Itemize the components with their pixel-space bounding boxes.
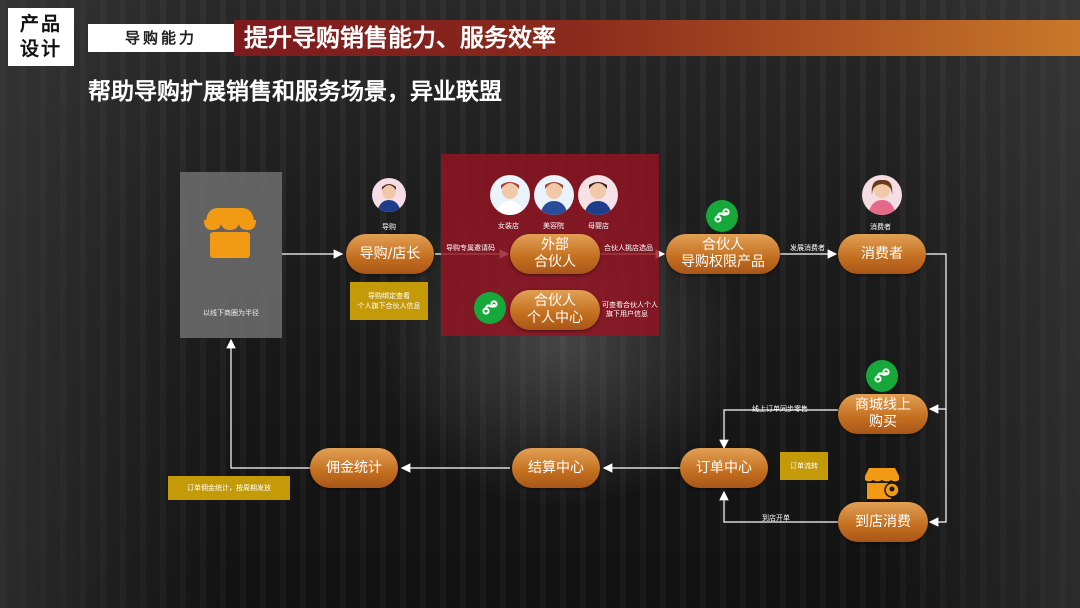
external-line1: 外部 [541, 237, 569, 253]
wechat-miniprogram-icon [474, 292, 506, 324]
commission-note: 订单佣金统计，按周期发放 [168, 476, 290, 500]
consumer-node-label: 消费者 [861, 245, 903, 262]
guide-avatar-label: 导购 [382, 223, 396, 231]
bind-info-note: 导购绑定查看 个人旗下合伙人信息 [350, 282, 428, 320]
edge-commission-store [226, 338, 310, 469]
edge-instore-order [719, 490, 838, 523]
women-store-avatar-icon [490, 175, 530, 215]
wechat-miniprogram-icon [866, 360, 898, 392]
consumer-avatar-icon [862, 175, 902, 215]
mall-line1: 商城线上 [855, 397, 911, 413]
mall-line2: 购买 [869, 414, 897, 430]
edge-label-send: 发展消费者 [790, 244, 825, 252]
partner-center-line2: 个人中心 [527, 310, 583, 326]
bind-note-line1: 导购绑定查看 [368, 292, 410, 300]
partner-products-node: 合伙人 导购权限产品 [666, 234, 780, 274]
external-line2: 合伙人 [534, 254, 576, 270]
order-flow-note-text: 订单流转 [790, 462, 818, 470]
edge-label-view-line1: 可查看合伙人个人 [602, 301, 658, 309]
wechat-miniprogram-icon [706, 200, 738, 232]
order-flow-note: 订单流转 [780, 452, 828, 480]
brand-line2: 设计 [19, 38, 62, 60]
store-caption: 以线下商圈为半径 [203, 309, 259, 317]
settlement-label: 结算中心 [528, 459, 584, 476]
edge-label-select: 合伙人挑店选品 [604, 244, 653, 252]
settlement-center-node: 结算中心 [512, 448, 600, 488]
external-partner-node: 外部 合伙人 [510, 234, 600, 274]
mall-online-node: 商城线上 购买 [838, 394, 928, 434]
brand-line1: 产品 [19, 13, 62, 35]
partner-products-line2: 导购权限产品 [681, 254, 765, 270]
offline-store-block: 以线下商圈为半径 [180, 172, 282, 338]
edge-consumer-mall [926, 253, 947, 414]
edge-label-view: 可查看合伙人个人 旗下用户信息 [602, 301, 658, 319]
edge-label-sync: 线上订单同步零售 [752, 405, 808, 413]
page-title: 提升导购销售能力、服务效率 [234, 20, 1080, 56]
store-awning-icon [204, 208, 256, 258]
shop-location-icon [865, 468, 900, 499]
partner-products-line1: 合伙人 [702, 237, 744, 253]
order-center-label: 订单中心 [696, 459, 752, 476]
consumer-node: 消费者 [838, 234, 926, 274]
beauty-salon-label: 美容院 [543, 222, 564, 230]
order-center-node: 订单中心 [680, 448, 768, 488]
edge-consumer-instore [928, 409, 947, 527]
edge-label-view-line2: 旗下用户信息 [606, 310, 648, 318]
brand-badge: 产品 设计 [8, 8, 74, 66]
section-tag: 导购能力 [88, 24, 234, 52]
partner-center-node: 合伙人 个人中心 [510, 290, 600, 330]
bind-note-line2: 个人旗下合伙人信息 [357, 302, 421, 310]
edge-label-open: 到店开单 [762, 514, 790, 522]
instore-consumption-node: 到店消费 [838, 502, 928, 542]
partner-center-line1: 合伙人 [534, 293, 576, 309]
page-subtitle: 帮助导购扩展销售和服务场景，异业联盟 [88, 79, 502, 105]
edge-label-invite: 导购专属邀请码 [446, 244, 495, 252]
guide-avatar-icon [372, 178, 406, 212]
women-store-label: 女装店 [498, 222, 519, 230]
commission-note-text: 订单佣金统计，按周期发放 [187, 484, 271, 492]
consumer-avatar-label: 消费者 [870, 223, 891, 231]
edge-mall-order [719, 409, 838, 450]
commission-stats-node: 佣金统计 [310, 448, 398, 488]
commission-label: 佣金统计 [326, 459, 382, 476]
baby-store-label: 母婴店 [588, 222, 609, 230]
beauty-salon-avatar-icon [534, 175, 574, 215]
guide-node: 导购/店长 [346, 234, 434, 274]
instore-label: 到店消费 [855, 513, 911, 530]
baby-store-avatar-icon [578, 175, 618, 215]
guide-node-label: 导购/店长 [359, 245, 421, 262]
